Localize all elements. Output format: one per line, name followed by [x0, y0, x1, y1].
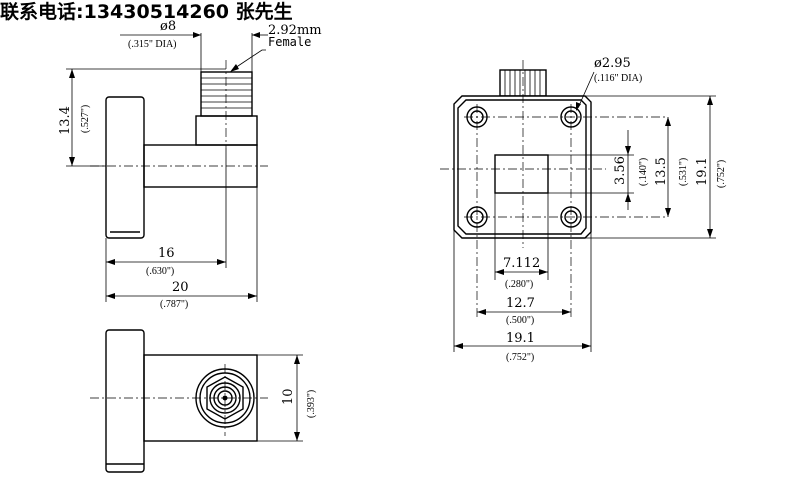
front-thread-lines — [504, 70, 541, 96]
top-width-in: (.393") — [306, 390, 317, 418]
front-view: ø2.95 (.116" DIA) 3.56 (.140") 13.5 (.53… — [440, 56, 727, 363]
front-slot-w-in: (.280") — [505, 279, 533, 290]
front-waveguide-slot — [494, 154, 549, 194]
front-hole-dia-in: (.116" DIA) — [594, 73, 642, 84]
side-length-short-in: (.630") — [146, 266, 174, 277]
side-dia-in: (.315" DIA) — [128, 39, 177, 50]
top-width-mm: 10 — [281, 388, 296, 405]
front-flange-h-in: (.752") — [716, 160, 727, 188]
side-height-in: (.527") — [80, 105, 91, 133]
side-length-total-mm: 20 — [172, 280, 189, 295]
side-thread-lines — [201, 77, 252, 109]
side-connector-housing — [195, 115, 258, 146]
front-hole-pitch-v-mm: 13.5 — [654, 157, 669, 186]
side-length-short-mm: 16 — [158, 246, 175, 261]
front-hole-pitch-v-in: (.531") — [678, 158, 689, 186]
top-view: 10 (.393") — [90, 329, 317, 473]
side-view: ø8 (.315" DIA) 2.92mm Female 13.4 (.527"… — [58, 19, 322, 310]
connector-type-label: 2.92mm — [268, 23, 322, 38]
front-flange-h-mm: 19.1 — [695, 157, 710, 186]
front-slot-w-mm: 7.112 — [503, 256, 540, 271]
front-slot-h-in: (.140") — [638, 158, 649, 186]
side-dia-mm: ø8 — [160, 19, 176, 34]
contact-phone-text: 联系电话:13430514260 张先生 — [0, 1, 293, 23]
front-slot-h-mm: 3.56 — [613, 156, 628, 185]
side-height-mm: 13.4 — [58, 106, 73, 135]
front-flange-w-mm: 19.1 — [506, 331, 535, 346]
side-flange — [105, 96, 145, 239]
front-hole-pitch-h-mm: 12.7 — [506, 296, 535, 311]
front-hole-dia-mm: ø2.95 — [594, 56, 631, 71]
side-threaded-connector — [200, 71, 253, 117]
front-hole-pitch-h-in: (.500") — [506, 315, 534, 326]
connector-gender-label: Female — [268, 35, 311, 49]
side-length-total-in: (.787") — [160, 299, 188, 310]
front-flange-w-in: (.752") — [506, 352, 534, 363]
top-flange — [105, 329, 145, 473]
